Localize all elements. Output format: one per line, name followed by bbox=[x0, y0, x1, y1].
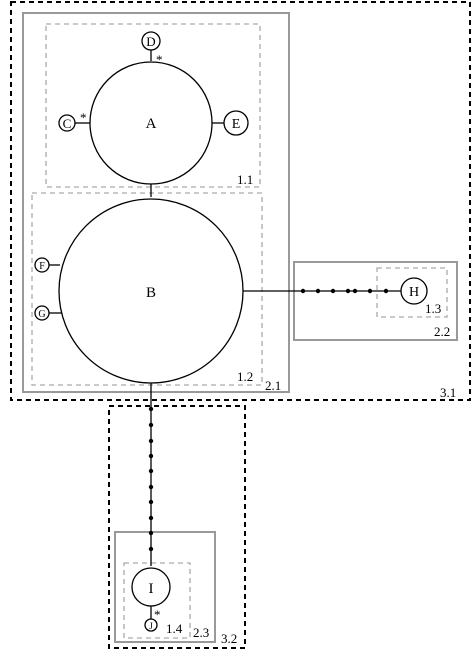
vertex-b-i-3 bbox=[148, 438, 154, 444]
vertex-b-h-7 bbox=[383, 288, 389, 294]
group-label-1-3: 1.3 bbox=[425, 301, 441, 316]
nodes bbox=[34, 31, 428, 632]
group-label-1-1: 1.1 bbox=[237, 172, 253, 187]
group-box-2-2 bbox=[293, 261, 458, 341]
node-label-e: E bbox=[232, 117, 241, 132]
group-box-1-2 bbox=[31, 192, 263, 386]
group-box-3-1 bbox=[10, 1, 471, 401]
intermediate-vertices bbox=[148, 288, 389, 552]
vertex-b-i-2 bbox=[148, 422, 154, 428]
group-label-3-1: 3.1 bbox=[440, 385, 456, 400]
group-box-2-3 bbox=[114, 531, 216, 643]
node-d bbox=[141, 31, 161, 51]
edges bbox=[49, 50, 401, 619]
vertex-b-i-9 bbox=[148, 530, 154, 536]
vertex-b-i-5 bbox=[148, 468, 154, 474]
node-label-j: J bbox=[149, 621, 153, 631]
group-label-3-2: 3.2 bbox=[221, 631, 237, 646]
vertex-b-h-3 bbox=[330, 288, 336, 294]
node-label-h: H bbox=[409, 285, 419, 300]
vertex-b-h-6 bbox=[367, 288, 373, 294]
node-e bbox=[223, 110, 249, 136]
node-j bbox=[144, 618, 158, 632]
vertex-b-h-1 bbox=[300, 288, 306, 294]
group-label-1-4: 1.4 bbox=[166, 621, 183, 636]
node-b bbox=[58, 198, 244, 384]
node-h bbox=[400, 277, 428, 305]
vertex-b-h-2 bbox=[315, 288, 321, 294]
node-a bbox=[89, 61, 213, 185]
marker-d: * bbox=[156, 52, 163, 67]
group-box-1-4 bbox=[123, 562, 191, 639]
vertex-b-i-8 bbox=[148, 515, 154, 521]
group-label-2-2: 2.2 bbox=[434, 324, 450, 339]
node-label-i: I bbox=[149, 581, 154, 597]
vertex-b-h-4 bbox=[345, 288, 351, 294]
node-label-b: B bbox=[146, 285, 156, 301]
marker-j: * bbox=[154, 607, 161, 622]
group-box-2-1 bbox=[22, 12, 290, 393]
node-label-a: A bbox=[146, 116, 157, 132]
node-f bbox=[34, 257, 50, 273]
marker-c: * bbox=[80, 110, 87, 125]
node-c bbox=[58, 114, 76, 132]
node-label-g: G bbox=[38, 309, 45, 320]
node-g bbox=[34, 305, 50, 321]
vertex-b-i-6 bbox=[148, 484, 154, 490]
vertex-b-i-7 bbox=[148, 499, 154, 505]
vertex-b-i-1 bbox=[148, 406, 154, 412]
group-box-1-3 bbox=[376, 267, 448, 318]
group-label-2-3: 2.3 bbox=[193, 625, 209, 640]
node-label-d: D bbox=[146, 34, 155, 49]
vertex-b-i-10 bbox=[148, 546, 154, 552]
vertex-b-h-5 bbox=[352, 288, 358, 294]
node-label-c: C bbox=[63, 116, 72, 131]
vertex-b-i-4 bbox=[148, 453, 154, 459]
group-box-3-2 bbox=[108, 405, 246, 649]
node-label-f: F bbox=[39, 261, 45, 272]
group-label-2-1: 2.1 bbox=[265, 378, 281, 393]
node-i bbox=[131, 567, 171, 607]
group-label-1-2: 1.2 bbox=[237, 369, 253, 384]
